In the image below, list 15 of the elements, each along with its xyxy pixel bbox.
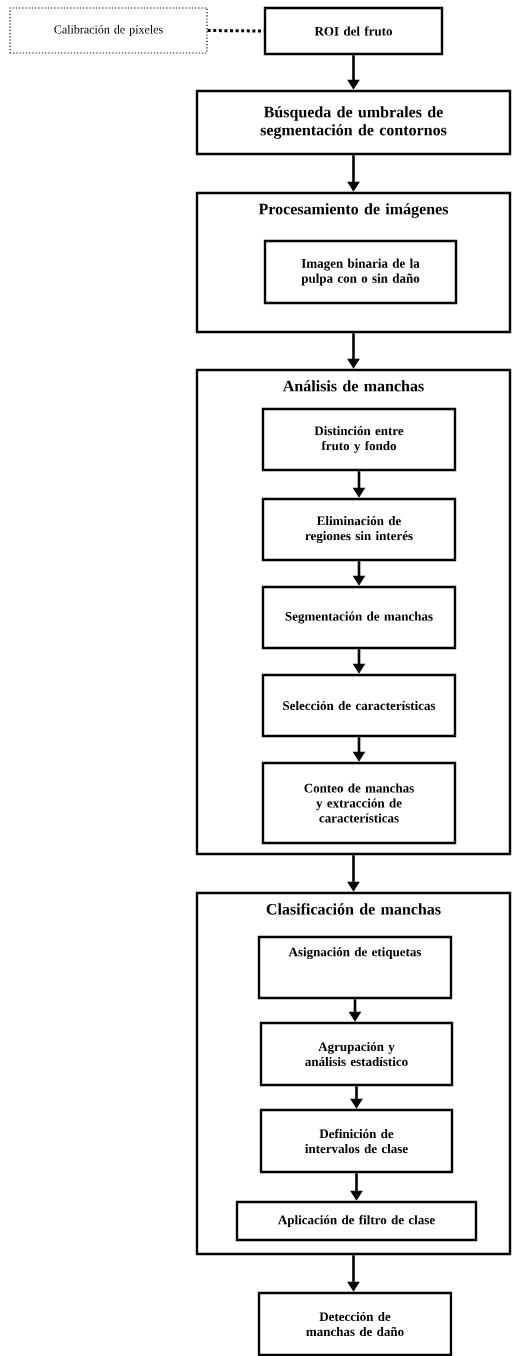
- process-box: Aplicación de filtro de clase: [235, 1200, 478, 1242]
- process-box: ROI del fruto: [263, 6, 444, 56]
- process-box: Asignación de etiquetas: [257, 935, 453, 1000]
- process-box: Selección de características: [261, 673, 457, 738]
- process-box: Búsqueda de umbrales de segmentación de contornos: [195, 89, 512, 156]
- process-box: Distinción entre fruto y fondo: [261, 407, 457, 472]
- process-box: Definición de intervalos de clase: [259, 1108, 454, 1174]
- process-box: Imagen binaria de la pulpa con o sin daño: [263, 239, 458, 305]
- dotted-box: Calibración de píxeles: [9, 7, 208, 54]
- process-box: Agrupación y análisis estadístico: [259, 1021, 454, 1087]
- process-box: Detección de manchas de daño: [257, 1291, 453, 1356]
- dotted-line: [207, 29, 264, 33]
- process-box: Segmentación de manchas: [261, 585, 457, 650]
- process-box: Eliminación de regiones sin interés: [261, 497, 457, 562]
- process-box: Conteo de manchas y extracción de características: [261, 761, 457, 845]
